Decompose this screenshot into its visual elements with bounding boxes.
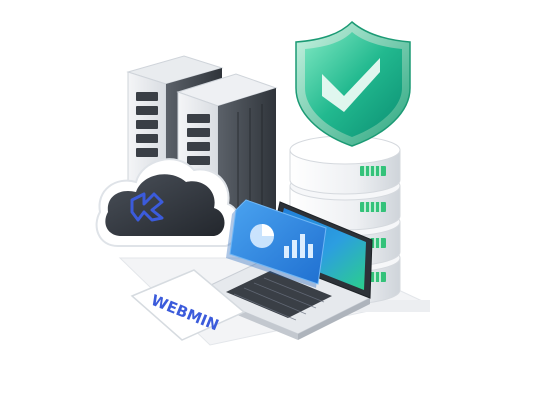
cloud-webmin-logo-icon: [95, 158, 241, 247]
pie-bar-chart-icon: [226, 199, 327, 288]
shield-check-icon: [295, 20, 411, 147]
bar-chart-icon: [284, 234, 313, 258]
pie-chart-icon: [250, 224, 274, 248]
keyboard: [226, 271, 332, 318]
webmin-label-card: WEBMIN: [130, 269, 246, 341]
checkmark-icon: [322, 58, 380, 112]
